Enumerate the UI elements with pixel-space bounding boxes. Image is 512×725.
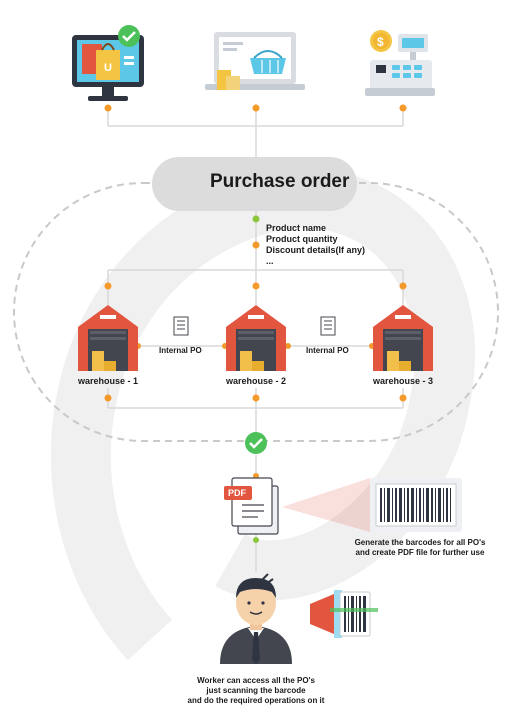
warehouse-icon — [226, 305, 286, 371]
warehouse-icon — [373, 305, 433, 371]
worker-avatar-icon — [220, 573, 292, 664]
purchase-order-title: Purchase order — [210, 171, 350, 192]
warehouse-3-label: warehouse - 3 — [372, 376, 434, 386]
worker-caption: Worker can access all the PO's just scan… — [166, 676, 346, 706]
caption-line: just scanning the barcode — [206, 686, 306, 695]
warehouse-2-label: warehouse - 2 — [225, 376, 287, 386]
caption-line: and create PDF file for further use — [355, 548, 485, 557]
barcode-icon — [282, 478, 462, 532]
internal-po-label: Internal PO — [306, 346, 349, 355]
purchase-order-node — [152, 157, 357, 211]
cash-register-icon: $ — [365, 30, 435, 96]
detail-item: ... — [266, 256, 274, 266]
detail-item: Product quantity — [266, 234, 338, 244]
document-icon — [173, 316, 189, 336]
purchase-order-details: Product name Product quantity Discount d… — [266, 223, 365, 267]
pdf-caption: Generate the barcodes for all PO's and c… — [330, 538, 510, 558]
warehouse-1-label: warehouse - 1 — [77, 376, 139, 386]
caption-line: Generate the barcodes for all PO's — [354, 538, 486, 547]
laptop-basket-icon — [205, 32, 305, 90]
caption-line: Worker can access all the PO's — [197, 676, 315, 685]
warehouse-icon — [78, 305, 138, 371]
top-connectors — [107, 108, 404, 157]
pdf-badge-text: PDF — [228, 488, 246, 498]
document-icon — [320, 316, 336, 336]
internal-po-label: Internal PO — [159, 346, 202, 355]
barcode-scanner-icon — [310, 590, 378, 638]
detail-item: Product name — [266, 223, 327, 233]
connector-dots — [104, 104, 407, 543]
shopping-bags-monitor-icon: U — [72, 25, 144, 101]
svg-text:U: U — [104, 62, 112, 74]
check-icon — [245, 432, 267, 454]
background-watermark — [50, 168, 475, 661]
detail-item: Discount details(If any) — [266, 245, 366, 255]
pdf-document-icon — [224, 477, 279, 535]
caption-line: and do the required operations on it — [187, 696, 325, 705]
svg-text:$: $ — [377, 35, 384, 49]
